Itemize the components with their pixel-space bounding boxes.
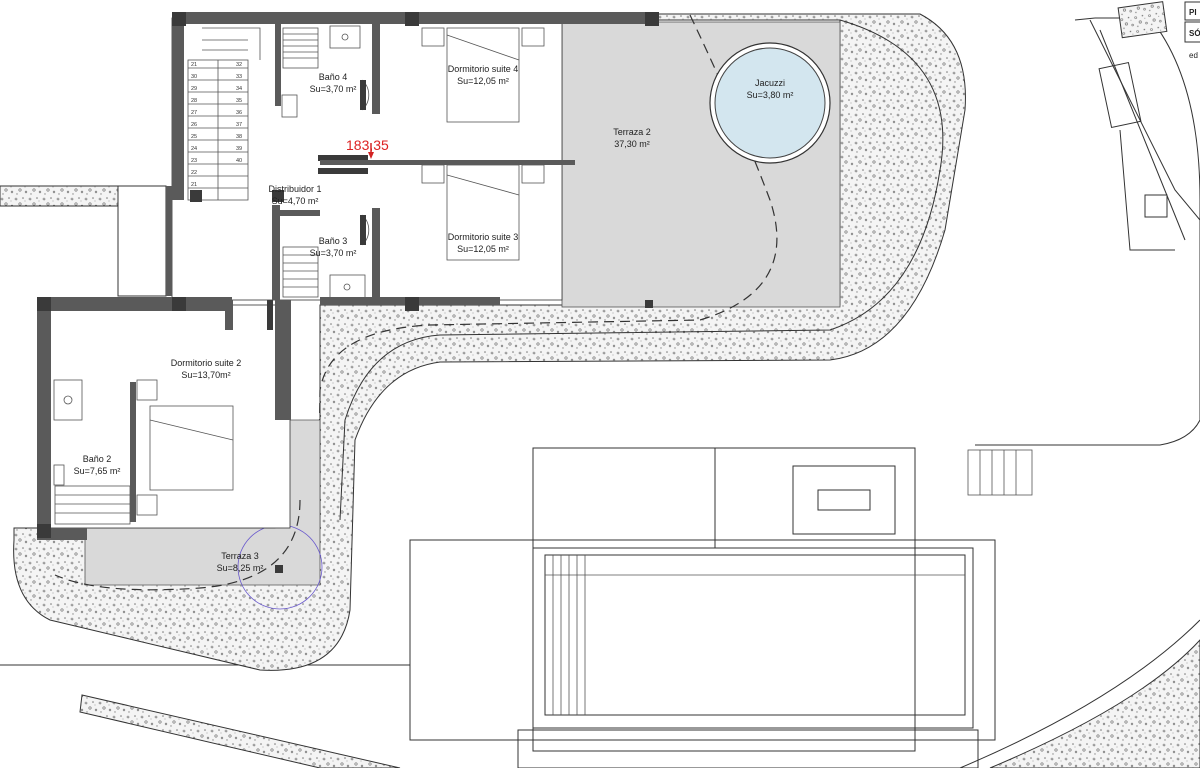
staircase	[187, 27, 261, 201]
gravel-perimeter	[13, 13, 966, 671]
svg-text:21: 21	[191, 62, 197, 68]
room-labels: Baño 4 Su=3,70 m² Dormitorio suite 4 Su=…	[74, 64, 794, 573]
bano4-name: Baño 4	[319, 72, 348, 82]
suite3-name: Dormitorio suite 3	[448, 232, 519, 242]
svg-text:32: 32	[236, 62, 242, 68]
suite4-name: Dormitorio suite 4	[448, 64, 519, 74]
suite2-name: Dormitorio suite 2	[171, 358, 242, 368]
jacuzzi-area: Su=3,80 m²	[747, 90, 794, 100]
svg-text:29: 29	[191, 86, 197, 92]
bano2-area: Su=7,65 m²	[74, 466, 121, 476]
elevation-value: 183,35	[346, 137, 389, 153]
stair-numbers-right: 32 33 34 35 36 37 38 39 40	[236, 62, 242, 164]
jacuzzi-name: Jacuzzi	[755, 78, 785, 88]
svg-text:38: 38	[236, 134, 242, 140]
legend: PI SÓ ed	[1189, 8, 1200, 60]
svg-text:39: 39	[236, 146, 242, 152]
suite4-area: Su=12,05 m²	[457, 76, 509, 86]
stair-numbers-left: 21 30 29 28 27 26 25 24 23 22 21	[191, 62, 197, 188]
svg-text:34: 34	[236, 86, 242, 92]
svg-text:33: 33	[236, 74, 242, 80]
bano3-name: Baño 3	[319, 236, 348, 246]
svg-text:36: 36	[236, 110, 242, 116]
terraza3-area: Su=8,25 m²	[217, 563, 264, 573]
svg-text:21: 21	[191, 182, 197, 188]
svg-text:24: 24	[191, 146, 197, 152]
svg-text:25: 25	[191, 134, 197, 140]
distribuidor1-area: Su=4,70 m²	[272, 196, 319, 206]
svg-text:30: 30	[191, 74, 197, 80]
legend-footer: ed	[1189, 51, 1198, 60]
svg-text:28: 28	[191, 98, 197, 104]
svg-text:22: 22	[191, 170, 197, 176]
terraza-2-path	[317, 14, 778, 521]
svg-text:37: 37	[236, 122, 242, 128]
suite3-area: Su=12,05 m²	[457, 244, 509, 254]
svg-text:40: 40	[236, 158, 242, 164]
svg-text:23: 23	[191, 158, 197, 164]
svg-text:35: 35	[236, 98, 242, 104]
distribuidor1-name: Distribuidor 1	[268, 184, 321, 194]
legend-item-1: PI	[1189, 8, 1197, 17]
svg-text:26: 26	[191, 122, 197, 128]
suite2-area: Su=13,70m²	[181, 370, 230, 380]
svg-text:27: 27	[191, 110, 197, 116]
legend-item-2: SÓ	[1189, 29, 1200, 38]
terraza3-name: Terraza 3	[221, 551, 259, 561]
elevation-marker: 183,35	[346, 137, 389, 159]
interior	[44, 17, 563, 529]
walls	[37, 12, 659, 573]
terraza2-name: Terraza 2	[613, 127, 651, 137]
bano3-area: Su=3,70 m²	[310, 248, 357, 258]
exterior-stairs	[967, 449, 1033, 496]
terraza2-area: 37,30 m²	[614, 139, 650, 149]
bano2-name: Baño 2	[83, 454, 112, 464]
bano4-area: Su=3,70 m²	[310, 84, 357, 94]
